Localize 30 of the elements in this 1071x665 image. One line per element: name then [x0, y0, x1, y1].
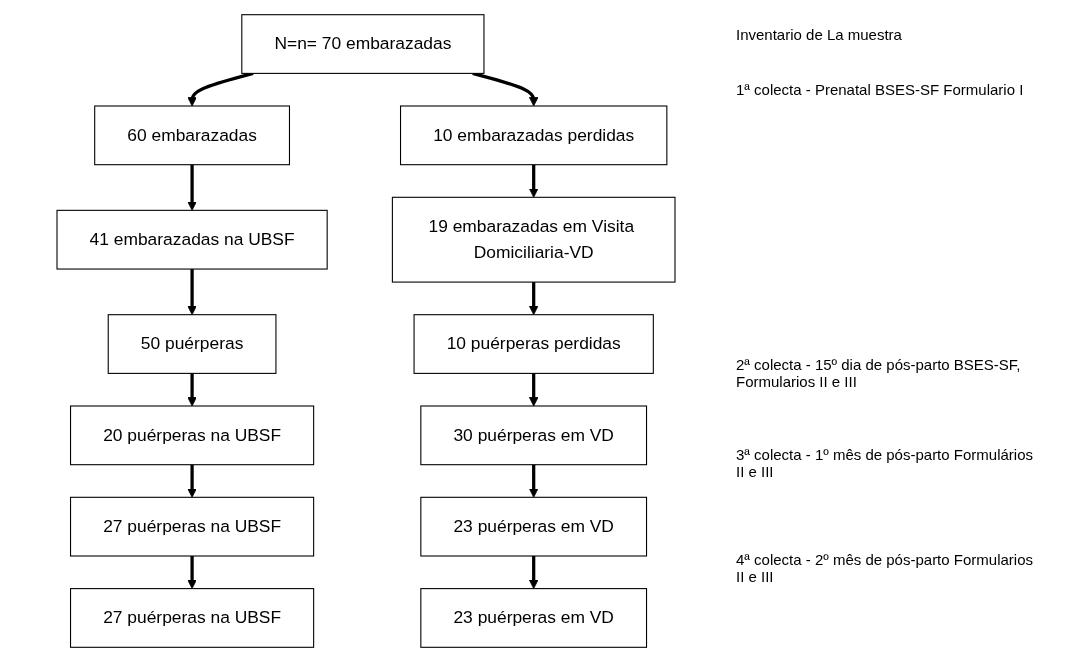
arrow: [528, 164, 539, 198]
node-box: 41 embarazadas na UBSF: [56, 209, 328, 270]
node-box: 23 puérperas em VD: [420, 496, 648, 557]
node-box: 19 embarazadas em Visita Domiciliaria-VD: [391, 196, 676, 283]
note-text: Inventario de La muestra: [736, 26, 903, 43]
arrow: [187, 556, 197, 590]
arrow: [187, 373, 197, 407]
arrow: [528, 556, 539, 590]
node-box: 30 puérperas em VD: [420, 405, 648, 466]
arrow: [187, 269, 197, 316]
node-box: 20 puérperas na UBSF: [70, 405, 315, 466]
arrow: [528, 464, 539, 498]
arrow: [187, 464, 197, 498]
arrow: [528, 282, 539, 316]
note-text: 4ª colecta - 2º mês de pós-parto Formularios II e III: [736, 551, 1034, 585]
note-text: 1ª colecta - Prenatal BSES-SF Formulario I: [736, 81, 1025, 98]
node-box: 10 puérperas perdidas: [413, 314, 654, 374]
node-box: 10 embarazadas perdidas: [400, 105, 668, 166]
arrow: [472, 71, 539, 107]
node-box: 60 embarazadas: [94, 105, 290, 166]
node-box: 23 puérperas em VD: [420, 588, 648, 648]
node-box: 27 puérperas na UBSF: [70, 496, 315, 557]
note-text: 2ª colecta - 15º dia de pós-parto BSES-SF, Formularios II e III: [736, 356, 1022, 390]
node-box: 27 puérperas na UBSF: [70, 588, 315, 648]
node-box: 50 puérperas: [107, 314, 277, 374]
arrow: [528, 373, 539, 407]
arrow: [187, 71, 254, 107]
arrow: [187, 164, 197, 211]
note-text: 3ª colecta - 1º mês de pós-parto Formulários II e III: [736, 446, 1034, 480]
node-box: N=n= 70 embarazadas: [241, 14, 485, 74]
